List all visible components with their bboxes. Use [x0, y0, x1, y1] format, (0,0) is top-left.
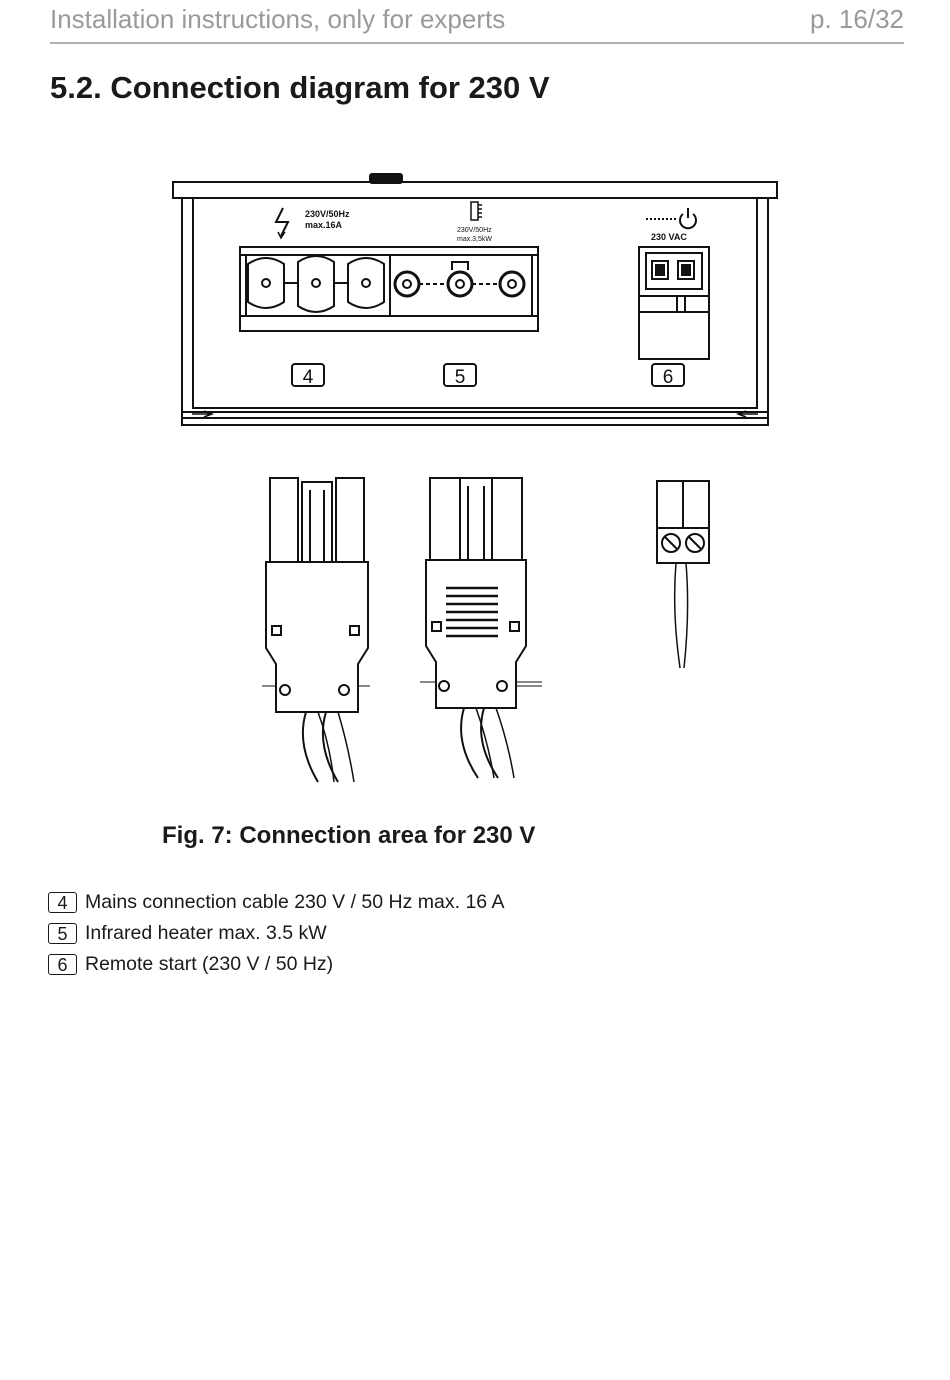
figure-caption: Fig. 7: Connection area for 230 V — [162, 822, 536, 849]
mains-plug — [262, 477, 370, 783]
legend-text: Infrared heater max. 3.5 kW — [85, 922, 327, 944]
legend-number: 5 — [48, 923, 77, 944]
legend-item: 4 Mains connection cable 230 V / 50 Hz m… — [48, 887, 505, 918]
header-rule — [50, 42, 904, 44]
heater-plug — [420, 477, 542, 779]
document-title: Installation instructions, only for expe… — [50, 4, 506, 34]
remote-voltage-label: 230 VAC — [651, 232, 687, 242]
callout-6: 6 — [663, 367, 674, 388]
legend-item: 5 Infrared heater max. 3.5 kW — [48, 918, 505, 949]
socket-block — [239, 246, 539, 332]
mains-socket — [247, 255, 385, 313]
legend-number: 4 — [48, 892, 77, 913]
callout-box-5 — [443, 363, 477, 387]
legend-text: Remote start (230 V / 50 Hz) — [85, 953, 334, 975]
housing-panel — [192, 197, 758, 409]
legend-number: 6 — [48, 954, 77, 975]
remote-terminal — [638, 208, 710, 360]
mains-rating-1: 230V/50Hz — [305, 209, 350, 219]
connection-diagram: 230V/50Hz max.16A 230V/50Hz max.3,5kW 23… — [172, 173, 778, 783]
heater-icon — [470, 201, 482, 221]
callout-5: 5 — [455, 367, 466, 388]
remote-plug — [656, 480, 710, 669]
mains-rating-2: max.16A — [305, 220, 343, 230]
callout-box-4 — [291, 363, 325, 387]
legend-text: Mains connection cable 230 V / 50 Hz max… — [85, 891, 505, 913]
legend: 4 Mains connection cable 230 V / 50 Hz m… — [48, 887, 505, 980]
callout-box-6 — [651, 363, 685, 387]
heater-rating-2: max.3,5kW — [457, 236, 492, 243]
section-title: 5.2. Connection diagram for 230 V — [50, 70, 550, 105]
callout-4: 4 — [303, 367, 314, 388]
page-number: p. 16/32 — [810, 4, 904, 34]
heater-rating-1: 230V/50Hz — [457, 227, 492, 234]
housing-lid — [172, 181, 778, 199]
heater-socket — [393, 261, 526, 298]
legend-item: 6 Remote start (230 V / 50 Hz) — [48, 949, 505, 980]
